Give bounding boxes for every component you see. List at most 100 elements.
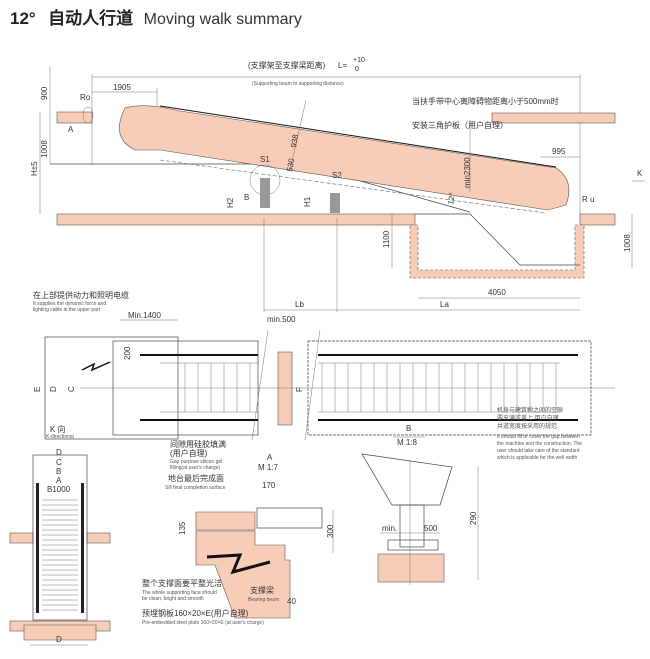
dim-900: 900 [40,86,49,100]
upper-floor-left [56,111,93,124]
label-min: min. [382,524,397,533]
dim-c: C [67,386,76,392]
beam-en: Bearing beam [248,597,279,603]
gap-note-cn-1: 机身与建筑物之间的空隙 [497,406,563,414]
step-lines [160,362,560,413]
detail-b: B M 1:8 min. 500 290 [361,424,479,585]
angle-12: 12° [446,192,457,205]
gap-note-cn-3: 井道宽度按采用的规范 [497,422,557,430]
sill-slab [195,511,256,531]
dim-170: 170 [262,481,276,490]
label-la: La [440,300,449,309]
dim-min2300: min2300 [463,157,472,188]
dim-e: E [33,387,42,392]
dim-d: D [49,386,58,392]
plate-en: Pre-embedded steel plate 160×20×E (at us… [142,620,264,626]
k-view-steps [42,499,78,611]
dim-1008-right: 1008 [623,234,632,252]
section-number: 12° [10,9,36,28]
power-note-en-1: It supplies the dynamic force and [33,301,106,307]
sill-en: Sill final completion surface [165,485,226,491]
gap-note-en-3: user should take care of the standard [497,448,580,454]
lower-floor [56,213,416,226]
support-en-2: be clean, bright and smooth [142,596,204,602]
detail-b-title: B [406,424,411,433]
beam-cn: 支撑梁 [250,585,274,595]
dim-135: 135 [178,521,187,535]
dim-1905: 1905 [113,83,131,92]
power-note-cn: 在上部提供动力和照明电缆 [33,290,129,300]
detail-a-scale: M 1:7 [258,463,279,472]
k-d-bottom: D [56,635,62,644]
label-a: A [68,125,74,134]
bearing-beam [195,530,291,619]
label-s1: S1 [260,155,270,164]
plan-view: 在上部提供动力和照明电缆 It supplies the dynamic for… [33,290,615,461]
dim-500-b: 500 [424,524,438,533]
gap-note-en-1: It should fill or cover the gap between [497,434,580,440]
dim-f: F [295,387,304,392]
power-cable-icon [81,361,111,372]
truss [119,105,570,211]
detail-b-scale: M 1:8 [397,438,418,447]
s1-jack [260,178,270,208]
k-view-sub: K-directional [46,434,74,440]
k-c: C [56,458,62,467]
note-triangle: 安装三角护板（用户自理） [412,120,508,130]
k-view: K 向 K-directional D C B A B1000 D [9,424,111,646]
span-label-cn: (支撑架至支撑梁距离) [248,60,326,70]
note-500: 当扶手带中心离障碍物距离小于500mm时 [412,96,559,106]
break-icon [206,553,271,575]
label-h1: H1 [303,196,312,207]
gap-en-1: Gap purpose silicon gel [170,459,222,465]
gap-en-2: filling(at user's charge) [170,465,220,471]
label-k: K [637,169,643,178]
label-b: B [244,193,249,202]
dim-290: 290 [469,511,478,525]
tol-zero: 0 [355,66,359,73]
dim-4050: 4050 [488,288,506,297]
detail-a-title: A [267,453,273,462]
gap-note-en-2: the machine and the construction. The [497,441,582,447]
label-h2: H2 [226,197,235,208]
dim-300: 300 [326,524,335,538]
label-ro: Ro [80,93,91,102]
title-cn: 自动人行道 [48,9,134,28]
gap-note-cn-2: 要充满或盖上 用户自理 [497,414,559,422]
lower-floor-right [579,213,616,226]
label-lb: Lb [295,300,304,309]
support-en-1: The whole supporting face should [142,590,217,596]
span-formula: L= [338,61,347,70]
page-header: 12° 自动人行道 Moving walk summary [10,4,302,29]
pit [409,224,585,279]
label-ru: R u [582,195,594,204]
side-view: (支撑架至支撑梁距离) L= +10 0 (Supporting beam to… [30,57,645,312]
title-en: Moving walk summary [143,11,302,28]
detail-a: 间隙用硅胶填满 (用户自理) Gap purpose silicon gel f… [142,439,335,626]
sill-cn: 地台最后完成面 [168,473,224,483]
tol-plus: +10 [353,57,365,64]
s2-jack [330,193,340,213]
k-a: A [56,476,62,485]
k-b1000: B1000 [47,485,71,494]
dim-200: 200 [123,346,132,360]
span-label-en: (Supporting beam to supporting distance) [252,81,344,87]
dim-min500: min.500 [267,315,296,324]
plate-cn: 预埋钢板160×20×E(用户自理) [142,608,249,618]
dim-h: H±5 [30,161,39,176]
gap-cn-1: 间隙用硅胶填满 [170,439,226,449]
dim-938: 938 [289,133,300,148]
k-b: B [56,467,61,476]
dim-530: 530 [285,157,296,172]
support-cn: 整个支撑面要平整光洁 [142,578,222,588]
dim-995: 995 [552,147,566,156]
pit-cover [277,351,293,426]
power-note-en-2: lighting cable in the upper part [33,307,101,313]
ro-marker [82,106,94,124]
dim-min1400: Min.1400 [128,311,161,320]
k-view-title: K 向 [50,424,66,434]
gap-cn-2: (用户自理) [170,448,208,458]
k-view-pit [23,624,97,641]
dim-1100: 1100 [382,230,391,248]
